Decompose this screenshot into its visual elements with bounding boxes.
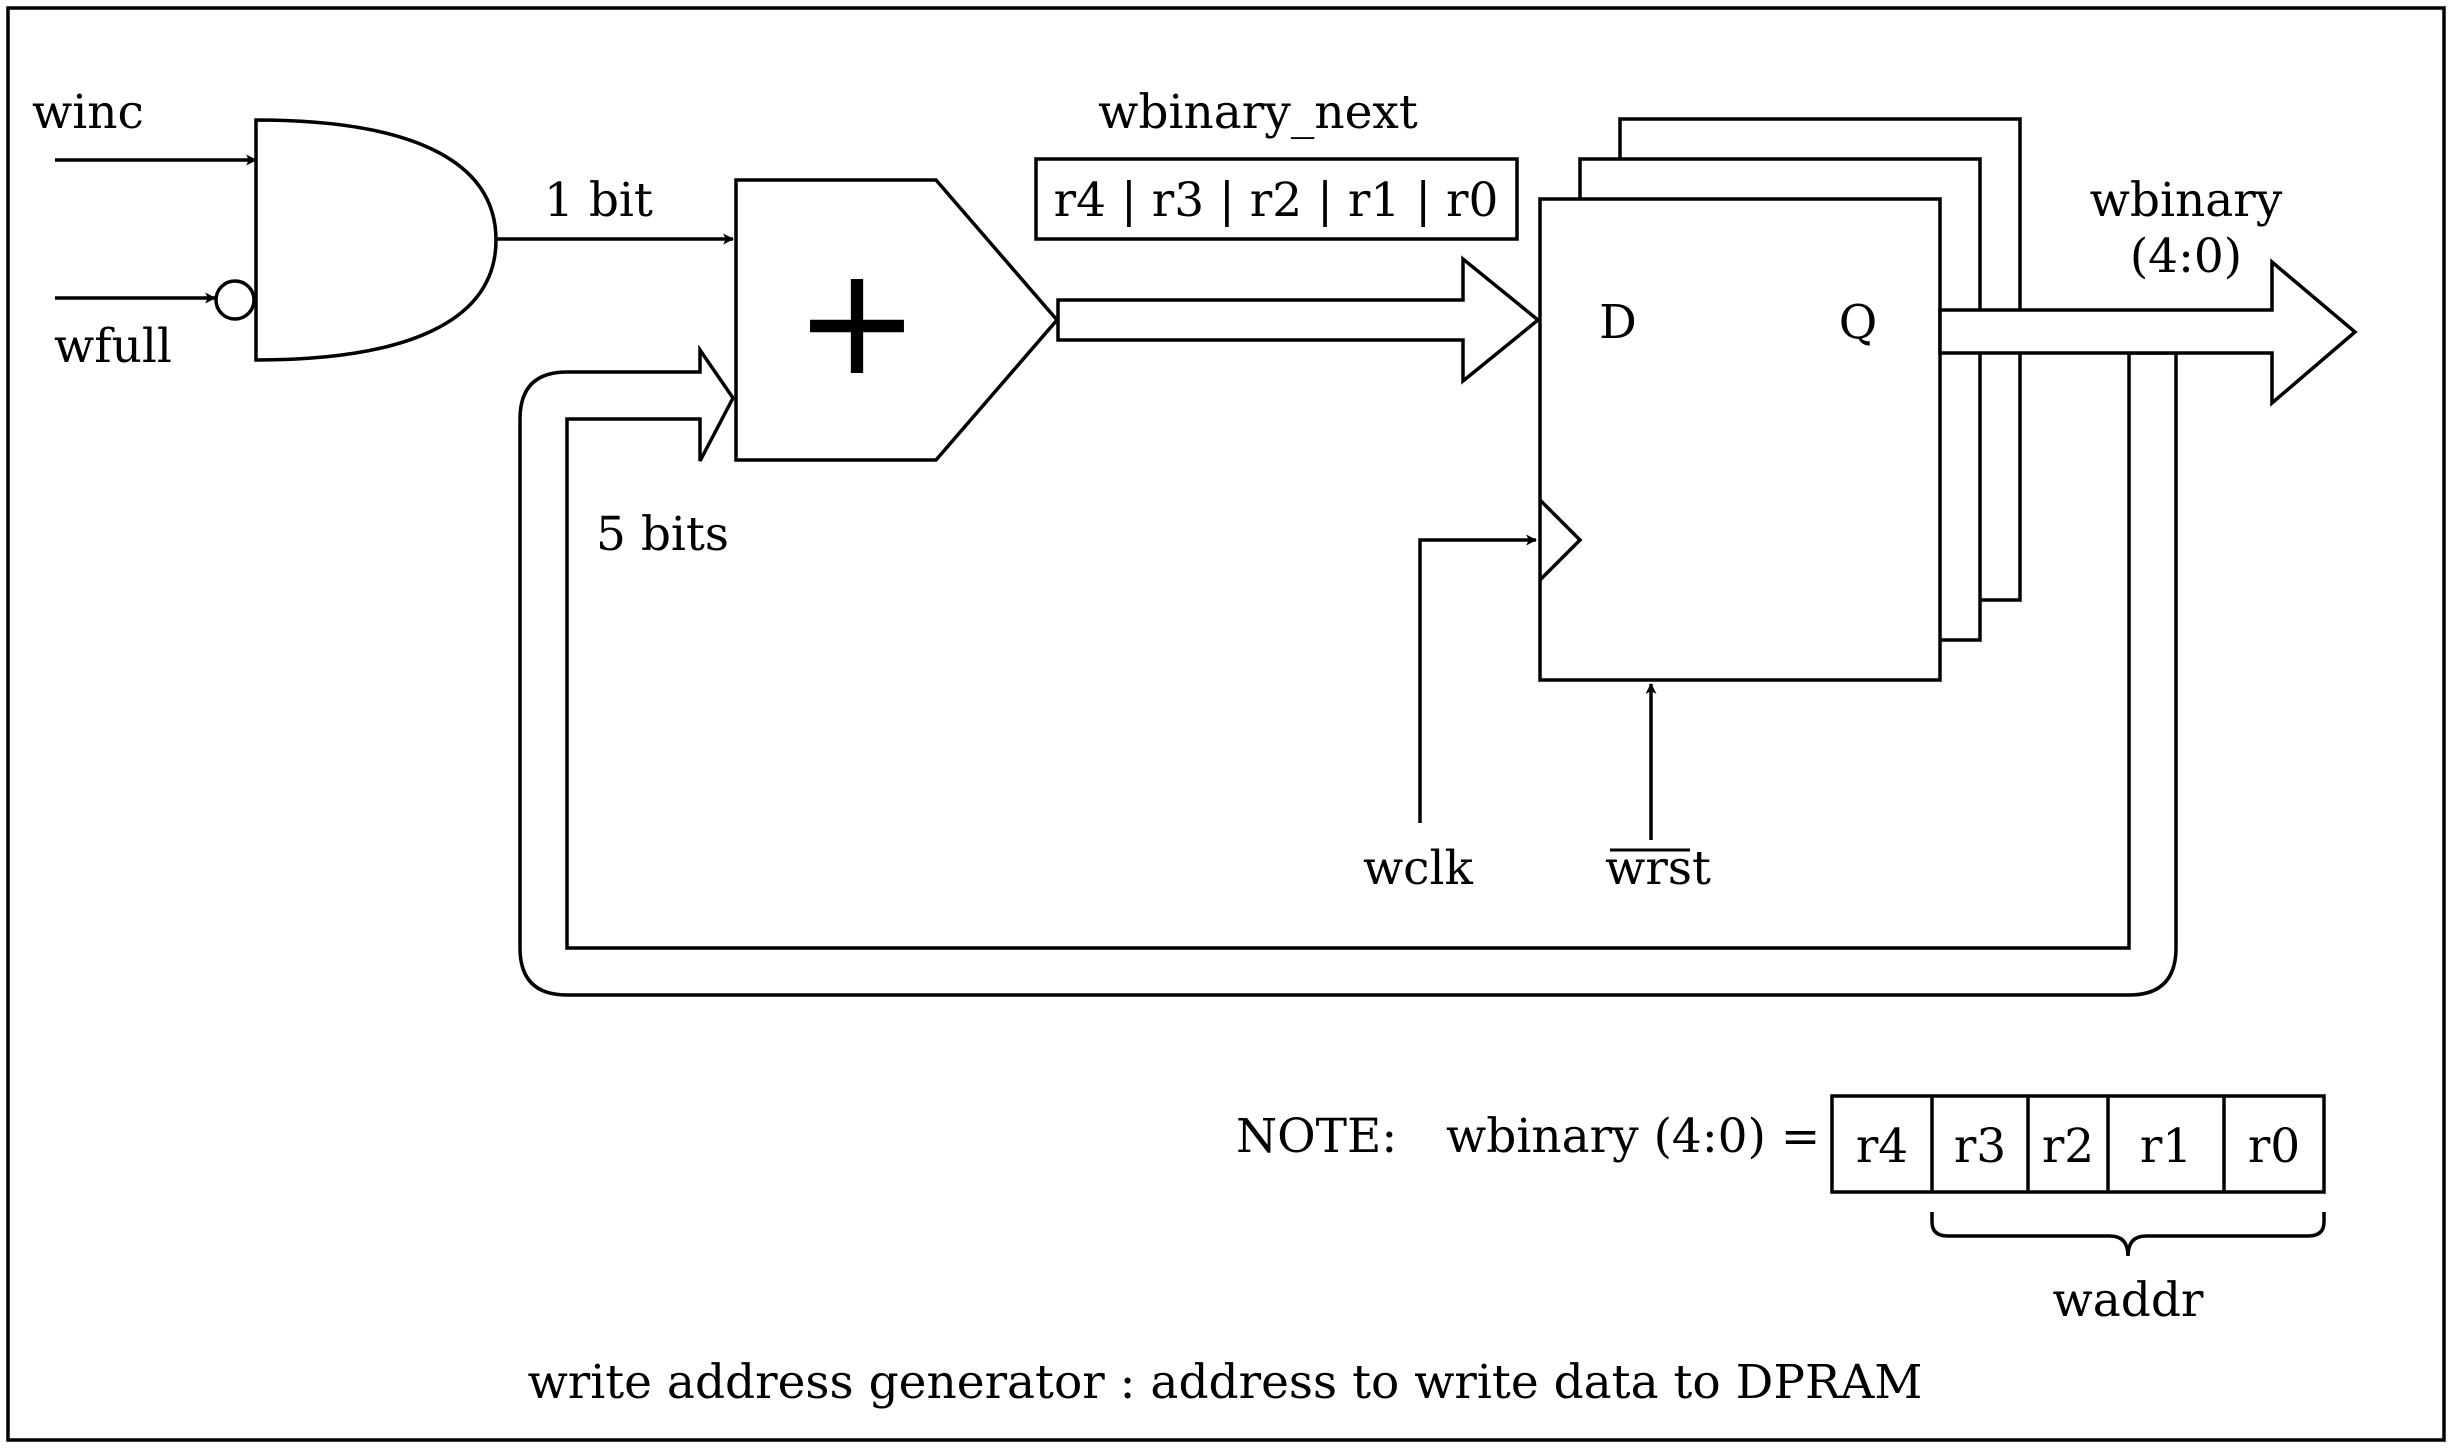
bit-cell: r3: [1954, 1119, 2006, 1174]
waddr-brace: [1930, 1212, 2326, 1257]
bit-cell: r2: [2042, 1119, 2094, 1174]
wbinary-output-bus: [1938, 258, 2358, 407]
five-bits-label: 5 bits: [596, 507, 729, 562]
register-d-label: D: [1599, 295, 1637, 350]
wclk-line: [1418, 534, 1538, 823]
inversion-bubble: [214, 279, 256, 321]
adder-plus-icon: +: [794, 235, 920, 409]
wfull-label: wfull: [54, 319, 172, 374]
diagram-caption: write address generator : address to wri…: [528, 1355, 1923, 1410]
wclk-label: wclk: [1363, 841, 1474, 896]
adder-block: [734, 178, 1060, 462]
register-stack-middle: [1578, 157, 1982, 642]
register-block: [1538, 197, 1942, 682]
and-gate: [254, 118, 498, 362]
bit-cell: r1: [2140, 1119, 2192, 1174]
register-stack-back: [1618, 117, 2022, 602]
bit-cell: r4: [1856, 1119, 1908, 1174]
bit-table-outline: [1830, 1094, 2326, 1194]
wbinary-range-label: (4:0): [2130, 229, 2242, 284]
next-bits-text: r4 | r3 | r2 | r1 | r0: [1054, 173, 1499, 228]
next-bits-box: [1034, 157, 1519, 241]
note-label: NOTE:: [1236, 1109, 1397, 1164]
clock-input-triangle: [1538, 498, 1583, 582]
register-bit-table: r4 r3 r2 r1 r0: [1830, 1094, 2326, 1194]
wbinary-next-label: wbinary_next: [1098, 85, 1418, 140]
register-q-label: Q: [1839, 295, 1878, 350]
note-expression: wbinary (4:0) =: [1446, 1109, 1820, 1164]
winc-label: winc: [32, 85, 144, 140]
waddr-label: waddr: [2053, 1273, 2204, 1328]
wbinary-label: wbinary: [2090, 173, 2283, 228]
feedback-bus: [518, 344, 2178, 997]
diagram-frame: [6, 6, 2446, 1442]
one-bit-label: 1 bit: [544, 173, 653, 228]
bit-cell: r0: [2248, 1119, 2300, 1174]
wbinary-next-bus: [1056, 255, 1541, 385]
